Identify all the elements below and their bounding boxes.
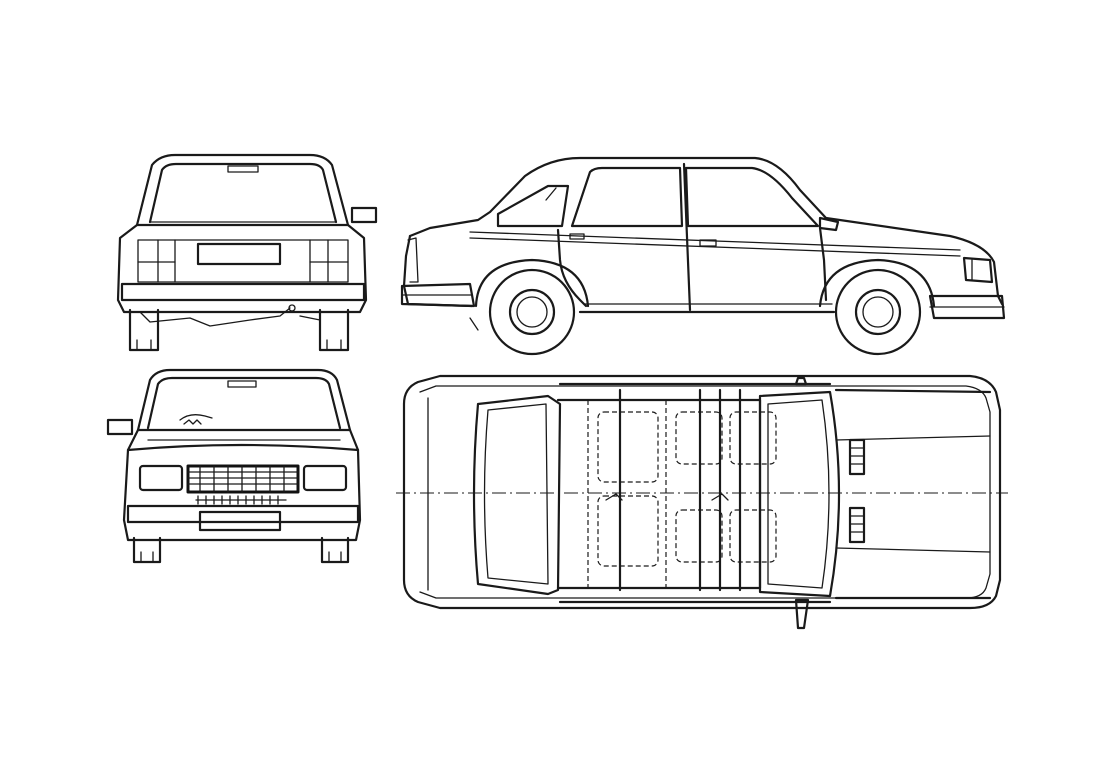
front-view [106,368,362,564]
rear-right-wheel [318,308,350,352]
side-front-wheel [834,268,922,356]
top-view [396,374,1008,630]
rear-view-mirror [350,206,378,224]
rear-license-plate [196,242,282,266]
front-grille [186,464,300,494]
top-bonnet-vents [848,438,866,544]
front-license-plate [198,510,282,532]
side-rear-window [570,166,684,228]
top-windscreen [758,390,841,598]
rear-left-wheel [128,308,160,352]
rear-view [116,153,378,352]
side-rear-wheel [488,268,576,356]
top-rear-window [472,394,562,596]
side-view [400,156,1006,356]
side-front-window [684,166,820,228]
front-view-mirror [106,418,134,436]
